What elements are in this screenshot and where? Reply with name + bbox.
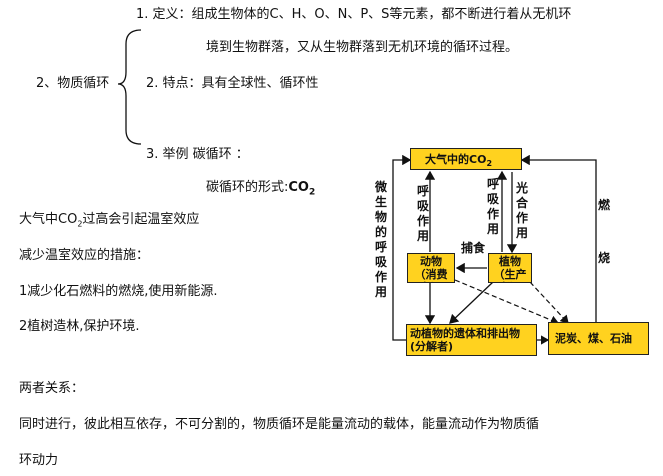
section-label: 2、物质循环 xyxy=(36,76,110,91)
atmosphere-label: 大气中的CO xyxy=(425,153,487,166)
microbe-respiration-label: 微生物的呼吸作用 xyxy=(374,180,387,299)
combustion-line xyxy=(520,154,597,335)
definition-line-1: 1. 定义：组成生物体的C、H、O、N、P、S等元素，都不断进行着从无机环 xyxy=(136,7,572,22)
measure-2: 2植树造林,保护环境. xyxy=(19,319,140,334)
greenhouse-line: 大气中CO2过高会引起温室效应 xyxy=(19,211,199,234)
microbe-respiration-line xyxy=(392,154,412,341)
animal-respiration-label: 呼吸作用 xyxy=(416,184,429,243)
fossil-fuels-label: 泥炭、煤、石油 xyxy=(555,332,632,345)
greenhouse-suffix: 过高会引起温室效应 xyxy=(82,212,200,227)
carbon-form-line: 碳循环的形式:CO2 xyxy=(206,179,315,202)
photosynthesis-label: 光合作用 xyxy=(515,181,528,240)
animals-node: 动物（消费者） xyxy=(407,253,455,283)
predation-label: 捕食 xyxy=(461,241,486,255)
carbon-form-value: CO xyxy=(288,180,309,195)
plants-to-remains-line xyxy=(449,281,494,324)
curly-brace xyxy=(117,29,142,145)
combustion-label-2: 烧 xyxy=(598,251,611,265)
example-line: 3. 举例 碳循环 ： xyxy=(146,147,249,162)
combustion-label-1: 燃 xyxy=(598,198,611,212)
animals-label: 动物（消费者） xyxy=(414,255,448,282)
remains-label: 动植物的遗体和排出物(分解者) xyxy=(410,327,520,353)
relation-line-1: 同时进行，彼此相互依存，不可分割的，物质循环是能量流动的载体，能量流动作为物质循 xyxy=(19,417,540,432)
definition-line-2: 境到生物群落，又从生物群落到无机环境的循环过程。 xyxy=(206,40,519,55)
atmosphere-sub: 2 xyxy=(486,159,493,169)
carbon-form-prefix: 碳循环的形式: xyxy=(206,180,289,195)
measures-title: 减少温室效应的措施： xyxy=(19,248,150,263)
atmosphere-co2-node: 大气中的CO2 xyxy=(410,148,522,170)
measure-1: 1减少化石燃料的燃烧,使用新能源. xyxy=(19,284,218,299)
plants-label: 植物（生产者） xyxy=(493,255,527,282)
plant-respiration-label: 呼吸作用 xyxy=(486,177,499,236)
feature-line: 2. 特点：具有全球性、循环性 xyxy=(146,76,319,91)
relation-line-2: 环动力 xyxy=(19,453,59,468)
greenhouse-prefix: 大气中CO xyxy=(19,212,78,227)
plants-node: 植物（生产者） xyxy=(488,253,532,283)
remains-node: 动植物的遗体和排出物(分解者) xyxy=(406,324,537,356)
relation-title: 两者关系： xyxy=(19,381,85,396)
plants-to-fossil-dashed xyxy=(529,281,569,324)
fossil-fuels-node: 泥炭、煤、石油 xyxy=(548,322,649,355)
greenhouse-sub: 2 xyxy=(77,219,83,229)
carbon-form-sub: 2 xyxy=(308,187,316,198)
animals-to-fossil-dashed xyxy=(454,279,560,325)
